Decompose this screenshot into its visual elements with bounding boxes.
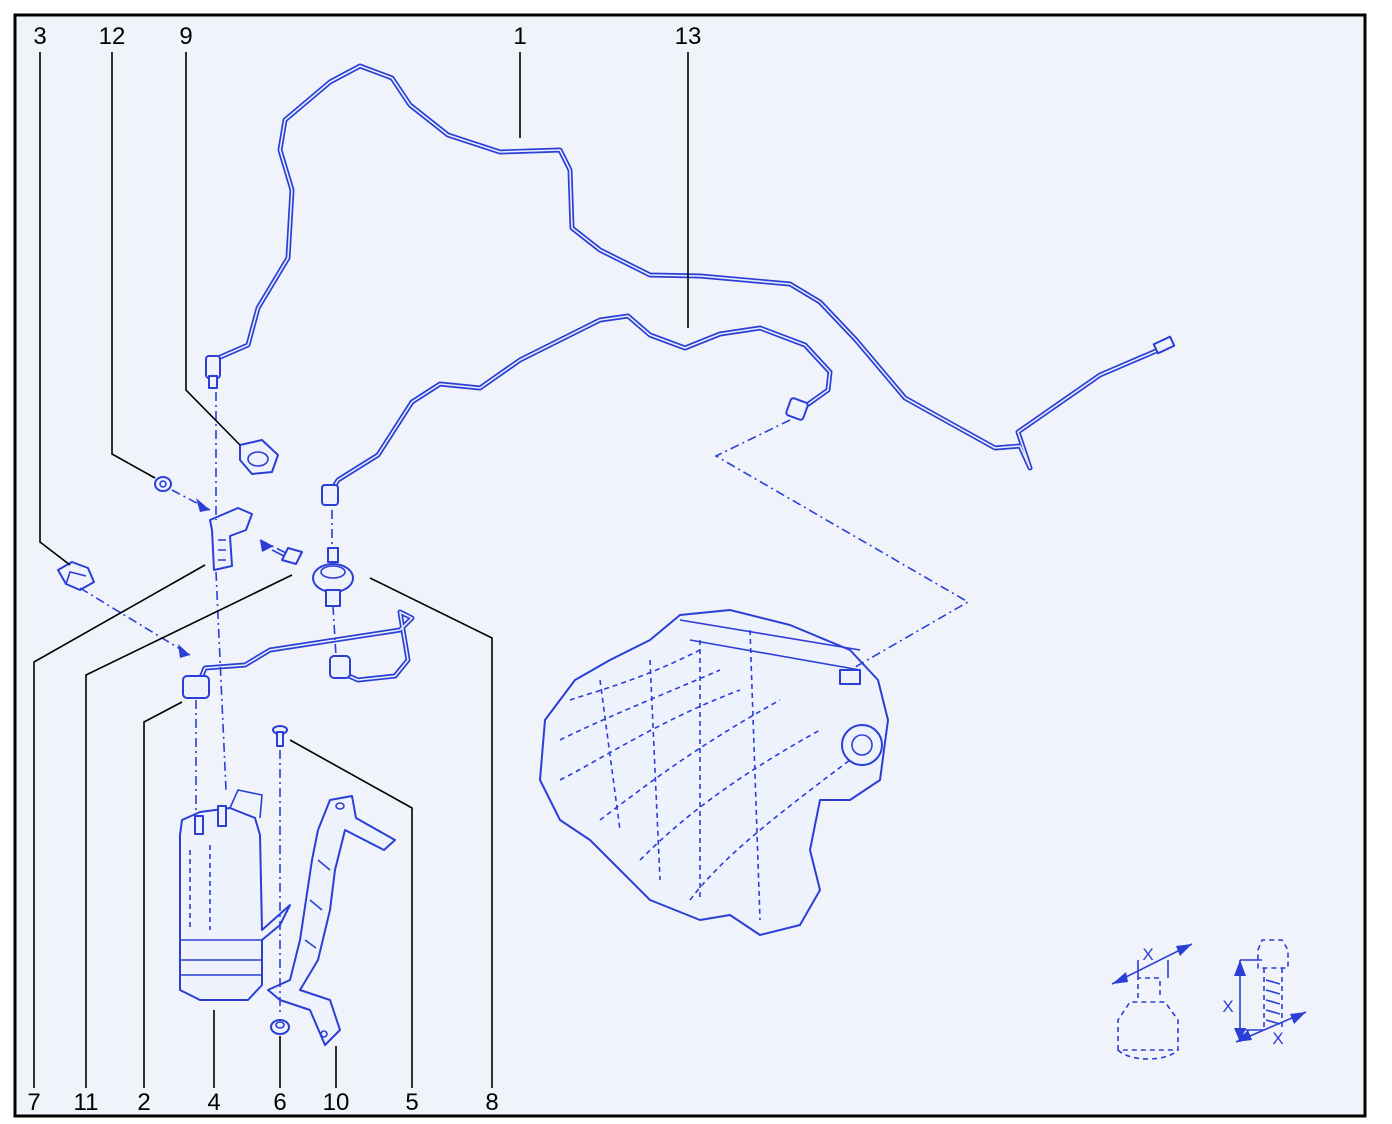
label-3: 3 xyxy=(33,23,46,50)
purge-valve-8 xyxy=(312,547,354,607)
label-4: 4 xyxy=(207,1089,220,1116)
bolt-11 xyxy=(271,547,303,565)
label-1: 1 xyxy=(513,23,526,50)
label-11: 11 xyxy=(74,1089,99,1116)
bolt-5 xyxy=(272,725,288,747)
hose-2 xyxy=(182,609,415,699)
intake-manifold xyxy=(539,609,889,936)
label-9: 9 xyxy=(179,23,192,50)
nut-12 xyxy=(154,476,172,492)
clamp-9 xyxy=(239,439,279,475)
clip-3 xyxy=(57,561,95,591)
legend-bolt-x-diagonal: X xyxy=(1272,1029,1283,1048)
label-6: 6 xyxy=(273,1089,286,1116)
label-7: 7 xyxy=(27,1089,40,1116)
bracket-7 xyxy=(209,507,253,571)
label-5: 5 xyxy=(405,1089,418,1116)
legend-nut: X xyxy=(1111,943,1193,1060)
label-12: 12 xyxy=(99,23,126,50)
legend-bolt-x-vertical: X xyxy=(1222,997,1233,1016)
label-10: 10 xyxy=(323,1089,350,1116)
label-13: 13 xyxy=(675,23,702,50)
assembly-lines xyxy=(79,392,970,1015)
hose-1 xyxy=(205,63,1176,471)
bracket-10 xyxy=(267,795,396,1046)
nut-6 xyxy=(270,1019,290,1035)
legend-nut-x: X xyxy=(1142,945,1153,964)
canister-4 xyxy=(179,789,291,1001)
legend-bolt: X X xyxy=(1222,939,1307,1048)
fastener-legend: X X X xyxy=(1111,939,1307,1060)
label-8: 8 xyxy=(485,1089,498,1116)
hose-13 xyxy=(321,313,833,506)
label-2: 2 xyxy=(137,1089,150,1116)
leader-lines xyxy=(33,52,689,1088)
callout-labels: 3 12 9 1 13 7 11 2 4 6 10 5 8 xyxy=(27,23,701,1116)
